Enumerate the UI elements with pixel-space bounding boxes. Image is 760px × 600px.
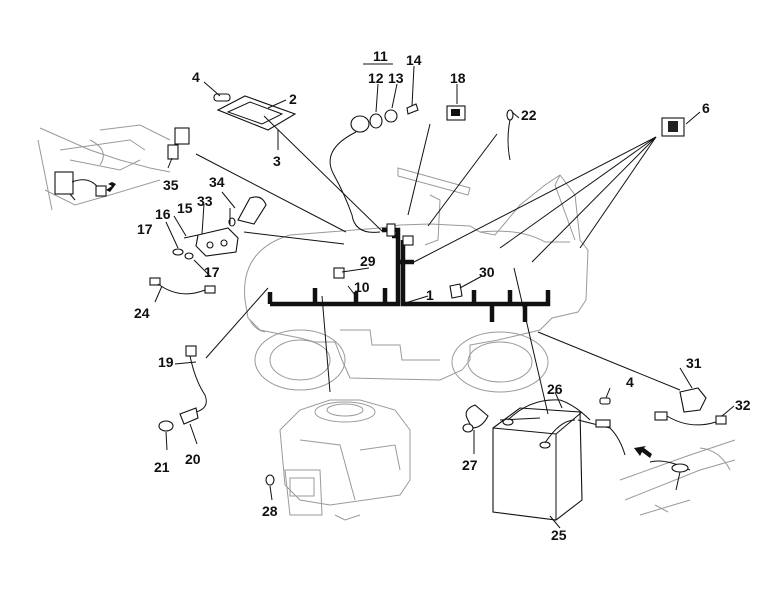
- callout-31: 31: [686, 355, 702, 371]
- part-17: [172, 248, 184, 256]
- part-30: [449, 283, 463, 299]
- main-harness: [267, 223, 551, 322]
- callout-15: 15: [177, 200, 193, 216]
- callout-26: 26: [547, 381, 563, 397]
- part-20: [179, 407, 199, 425]
- part-2: [216, 95, 297, 131]
- callout-17a: 17: [137, 221, 153, 237]
- part-12b: [369, 113, 383, 129]
- part-29: [333, 267, 345, 279]
- callout-29: 29: [360, 253, 376, 269]
- arrow-indicator-icon: [106, 178, 120, 192]
- part-28: [265, 474, 275, 486]
- harness-connector: [386, 223, 396, 237]
- callout-labels: 4 2 3 11 12 13 14 18 22 6 35 34 15 33 16…: [134, 48, 751, 543]
- callout-20: 20: [185, 451, 201, 467]
- harness-connector: [402, 235, 414, 246]
- callout-19: 19: [158, 354, 174, 370]
- callout-22: 22: [521, 107, 537, 123]
- part-26: [595, 419, 611, 428]
- callout-3: 3: [273, 153, 281, 169]
- callout-2: 2: [289, 91, 297, 107]
- callout-32: 32: [735, 397, 751, 413]
- callout-27: 27: [462, 457, 478, 473]
- part-33-small: [174, 127, 190, 145]
- callout-24: 24: [134, 305, 150, 321]
- part-32: [654, 411, 668, 421]
- tractor-body-outline: [244, 167, 589, 393]
- part-34: [237, 196, 267, 225]
- part-24: [149, 277, 161, 286]
- callout-18: 18: [450, 70, 466, 86]
- callout-17b: 17: [204, 264, 220, 280]
- part-14: [406, 103, 419, 115]
- battery: [492, 399, 591, 521]
- callout-34: 34: [209, 174, 225, 190]
- engine-illustration: [279, 399, 411, 521]
- part-21: [158, 420, 174, 432]
- callout-33: 33: [197, 193, 213, 209]
- part-31: [679, 387, 707, 413]
- part-22: [506, 109, 514, 121]
- part-13: [384, 109, 398, 123]
- part-12: [350, 115, 370, 133]
- part-15: [195, 227, 239, 257]
- callout-6: 6: [702, 100, 710, 116]
- callout-1: 1: [426, 287, 434, 303]
- part-19: [185, 345, 197, 357]
- inset-rear-view: [37, 124, 171, 211]
- callout-25: 25: [551, 527, 567, 543]
- callout-12: 12: [368, 70, 384, 86]
- callout-30: 30: [479, 264, 495, 280]
- part-35: [167, 144, 179, 160]
- callout-28: 28: [262, 503, 278, 519]
- part-27: [465, 404, 489, 429]
- leader-lines: [154, 63, 735, 529]
- callout-4b: 4: [626, 374, 634, 390]
- part-4b: [599, 397, 611, 405]
- callout-11: 11: [373, 48, 388, 64]
- ignition-cable: [329, 131, 381, 233]
- callout-21: 21: [154, 459, 170, 475]
- callout-10: 10: [354, 279, 370, 295]
- callout-35: 35: [163, 177, 179, 193]
- inset-battery-view: [619, 439, 736, 516]
- callout-16: 16: [155, 206, 171, 222]
- callout-4: 4: [192, 69, 200, 85]
- arrow-indicator-icon: [634, 446, 652, 458]
- callout-13: 13: [388, 70, 404, 86]
- part-4: [213, 93, 231, 102]
- callout-14: 14: [406, 52, 422, 68]
